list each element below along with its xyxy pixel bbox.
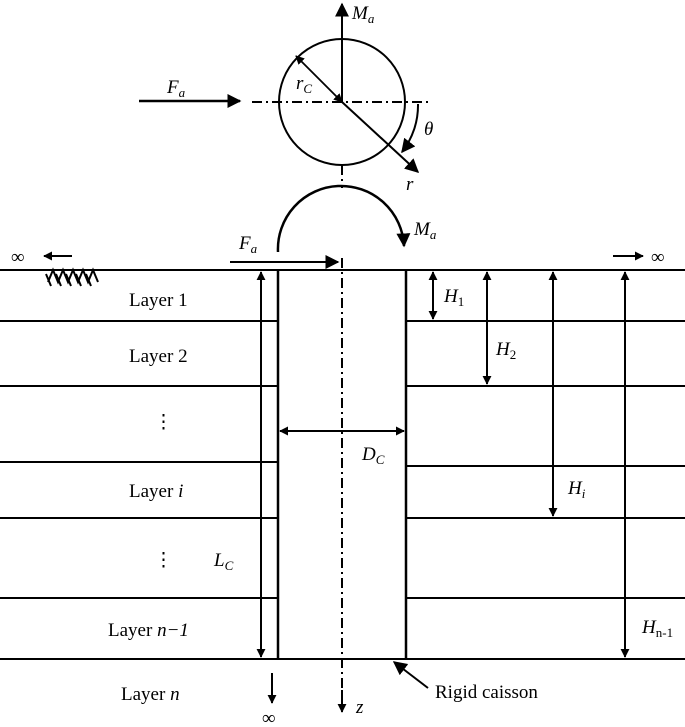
depth-dimensions (428, 271, 630, 658)
radial-coordinate-arrow (341, 101, 420, 173)
infinity-right: ∞ (651, 247, 665, 268)
applied-moment-arc (276, 184, 411, 253)
side-force-label: Fa (238, 233, 258, 256)
theta-label: θ (424, 119, 433, 140)
caisson-callout-label: Rigid caisson (435, 682, 538, 703)
depth-axis-label: z (355, 697, 364, 718)
layer-2-label: Layer 2 (129, 346, 188, 367)
side-moment-label: Ma (413, 219, 437, 242)
polar-r-label: r (406, 174, 414, 195)
length-label: LC (213, 550, 234, 573)
depth-h2-label: H2 (495, 339, 516, 362)
caisson-callout-arrow (392, 661, 429, 689)
layer-1-label: Layer 1 (129, 290, 188, 311)
theta-arc-arrow (401, 103, 420, 154)
plan-view: Ma Fa rC θ r (139, 2, 433, 195)
caisson-body (276, 270, 408, 659)
ellipsis-lower: ⋮ (154, 550, 173, 571)
depth-h1-label: H1 (443, 286, 464, 309)
layer-labels: Layer 1 Layer 2 ⋮ Layer i ⋮ Layer n−1 La… (108, 290, 189, 705)
plan-force-label: Fa (166, 77, 186, 100)
ellipsis-upper: ⋮ (154, 412, 173, 433)
radius-rc-arrow (295, 55, 343, 103)
layer-i-label: Layer i (129, 481, 183, 502)
infinity-bottom: ∞ (262, 708, 276, 727)
layer-n-label: Layer n (121, 684, 180, 705)
infinity-left: ∞ (11, 247, 25, 268)
plan-moment-label: Ma (351, 3, 375, 26)
layer-n-1-label: Layer n−1 (108, 620, 189, 641)
depth-hn1-label: Hn-1 (641, 617, 673, 640)
ground-hatch-symbol (45, 267, 99, 287)
layer-boundaries (0, 269, 685, 660)
infinity-markers: ∞ ∞ ∞ (11, 247, 665, 727)
side-view-loads: Ma Fa (230, 184, 437, 269)
plan-radius-label: rC (296, 73, 312, 96)
depth-hi-label: Hi (567, 478, 586, 501)
diameter-label: DC (361, 444, 385, 467)
